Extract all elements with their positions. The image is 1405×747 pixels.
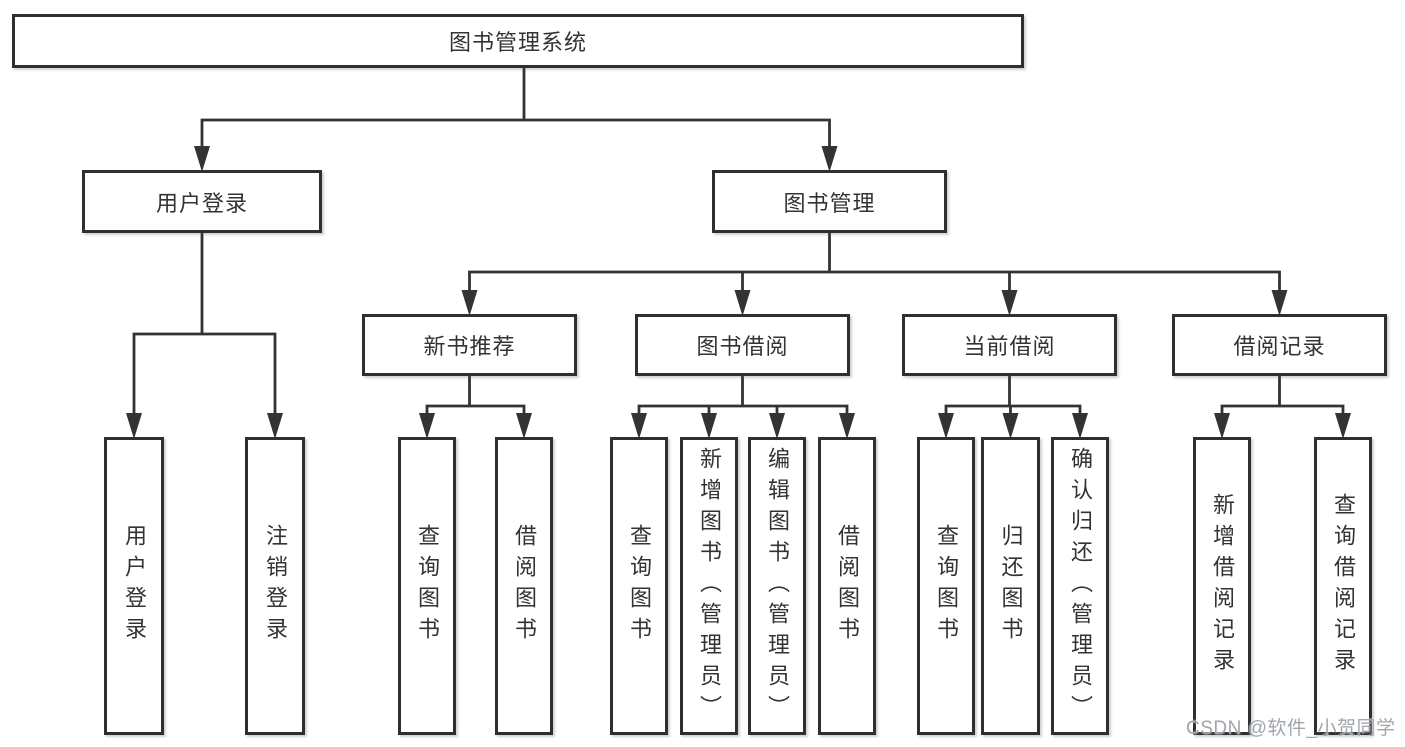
node-root: 图书管理系统: [12, 14, 1024, 68]
node-rec-add-label: 新增借阅记录: [1210, 493, 1235, 679]
node-borrow: 图书借阅: [635, 314, 850, 376]
node-newbook-label: 新书推荐: [423, 334, 516, 359]
node-mgmt-label: 图书管理: [783, 190, 876, 216]
arrowhead-newbook-nb-query: [419, 413, 435, 439]
node-nb-borrow: 借阅图书: [495, 437, 553, 735]
arrowhead-root-login: [194, 146, 210, 172]
node-bw-query: 查询图书: [610, 437, 668, 735]
node-record: 借阅记录: [1172, 314, 1387, 376]
node-cur-query-label: 查询图书: [934, 524, 959, 648]
arrowhead-current-cur-return: [1002, 413, 1019, 439]
node-cur-confirm: 确认归还（管理员）: [1051, 437, 1109, 735]
node-current-label: 当前借阅: [963, 334, 1056, 359]
arrowhead-record-rec-add: [1214, 413, 1230, 439]
node-bw-add-label: 新增图书（管理员）: [697, 446, 722, 726]
arrowhead-current-cur-query: [938, 413, 954, 439]
node-cur-query: 查询图书: [917, 437, 975, 735]
node-bw-add: 新增图书（管理员）: [680, 437, 738, 735]
node-login-leaf-label: 用户登录: [122, 524, 147, 648]
arrowhead-login-login-leaf: [126, 413, 142, 439]
arrowhead-login-logout-leaf: [267, 413, 283, 439]
node-bw-borrow-label: 借阅图书: [835, 524, 860, 648]
node-bw-query-label: 查询图书: [627, 524, 652, 648]
arrowhead-root-mgmt: [821, 146, 838, 172]
node-borrow-label: 图书借阅: [696, 334, 789, 359]
node-login-label: 用户登录: [155, 190, 248, 216]
node-rec-add: 新增借阅记录: [1193, 437, 1251, 735]
arrowhead-borrow-bw-borrow: [839, 413, 855, 439]
node-login-leaf: 用户登录: [104, 437, 164, 735]
node-current: 当前借阅: [902, 314, 1117, 376]
node-cur-return-label: 归还图书: [998, 524, 1024, 648]
node-nb-query: 查询图书: [398, 437, 456, 735]
connector-current: [944, 374, 1082, 421]
connector-mgmt: [468, 231, 1281, 298]
node-login: 用户登录: [82, 170, 322, 233]
node-logout-leaf-label: 注销登录: [263, 524, 288, 648]
arrowhead-mgmt-current: [1001, 290, 1018, 316]
connector-root: [200, 66, 831, 154]
arrowhead-mgmt-newbook: [461, 290, 478, 316]
node-record-label: 借阅记录: [1233, 334, 1326, 359]
node-bw-edit: 编辑图书（管理员）: [748, 437, 806, 735]
node-rec-query-label: 查询借阅记录: [1331, 493, 1356, 679]
arrowhead-mgmt-record: [1271, 290, 1288, 316]
arrowhead-newbook-nb-borrow: [516, 413, 532, 439]
connector-borrow: [637, 374, 849, 421]
node-newbook: 新书推荐: [362, 314, 577, 376]
node-nb-query-label: 查询图书: [415, 524, 440, 648]
arrowhead-borrow-bw-query: [631, 413, 647, 439]
node-logout-leaf: 注销登录: [245, 437, 305, 735]
node-cur-return: 归还图书: [981, 437, 1040, 735]
node-bw-borrow: 借阅图书: [818, 437, 876, 735]
connector-record: [1220, 374, 1345, 421]
arrowhead-mgmt-borrow: [734, 290, 751, 316]
arrowhead-borrow-bw-add: [701, 413, 717, 439]
arrowhead-current-cur-confirm: [1072, 413, 1088, 439]
arrowhead-record-rec-query: [1335, 413, 1351, 439]
node-nb-borrow-label: 借阅图书: [512, 524, 537, 648]
node-rec-query: 查询借阅记录: [1314, 437, 1372, 735]
connector-login: [132, 231, 277, 421]
node-root-label: 图书管理系统: [448, 30, 587, 55]
node-cur-confirm-label: 确认归还（管理员）: [1068, 446, 1093, 726]
arrowhead-borrow-bw-edit: [769, 413, 785, 439]
node-bw-edit-label: 编辑图书（管理员）: [765, 446, 790, 726]
watermark: CSDN @软件_小贺同学: [1186, 718, 1396, 739]
node-mgmt: 图书管理: [712, 170, 947, 233]
connector-newbook: [425, 374, 526, 421]
